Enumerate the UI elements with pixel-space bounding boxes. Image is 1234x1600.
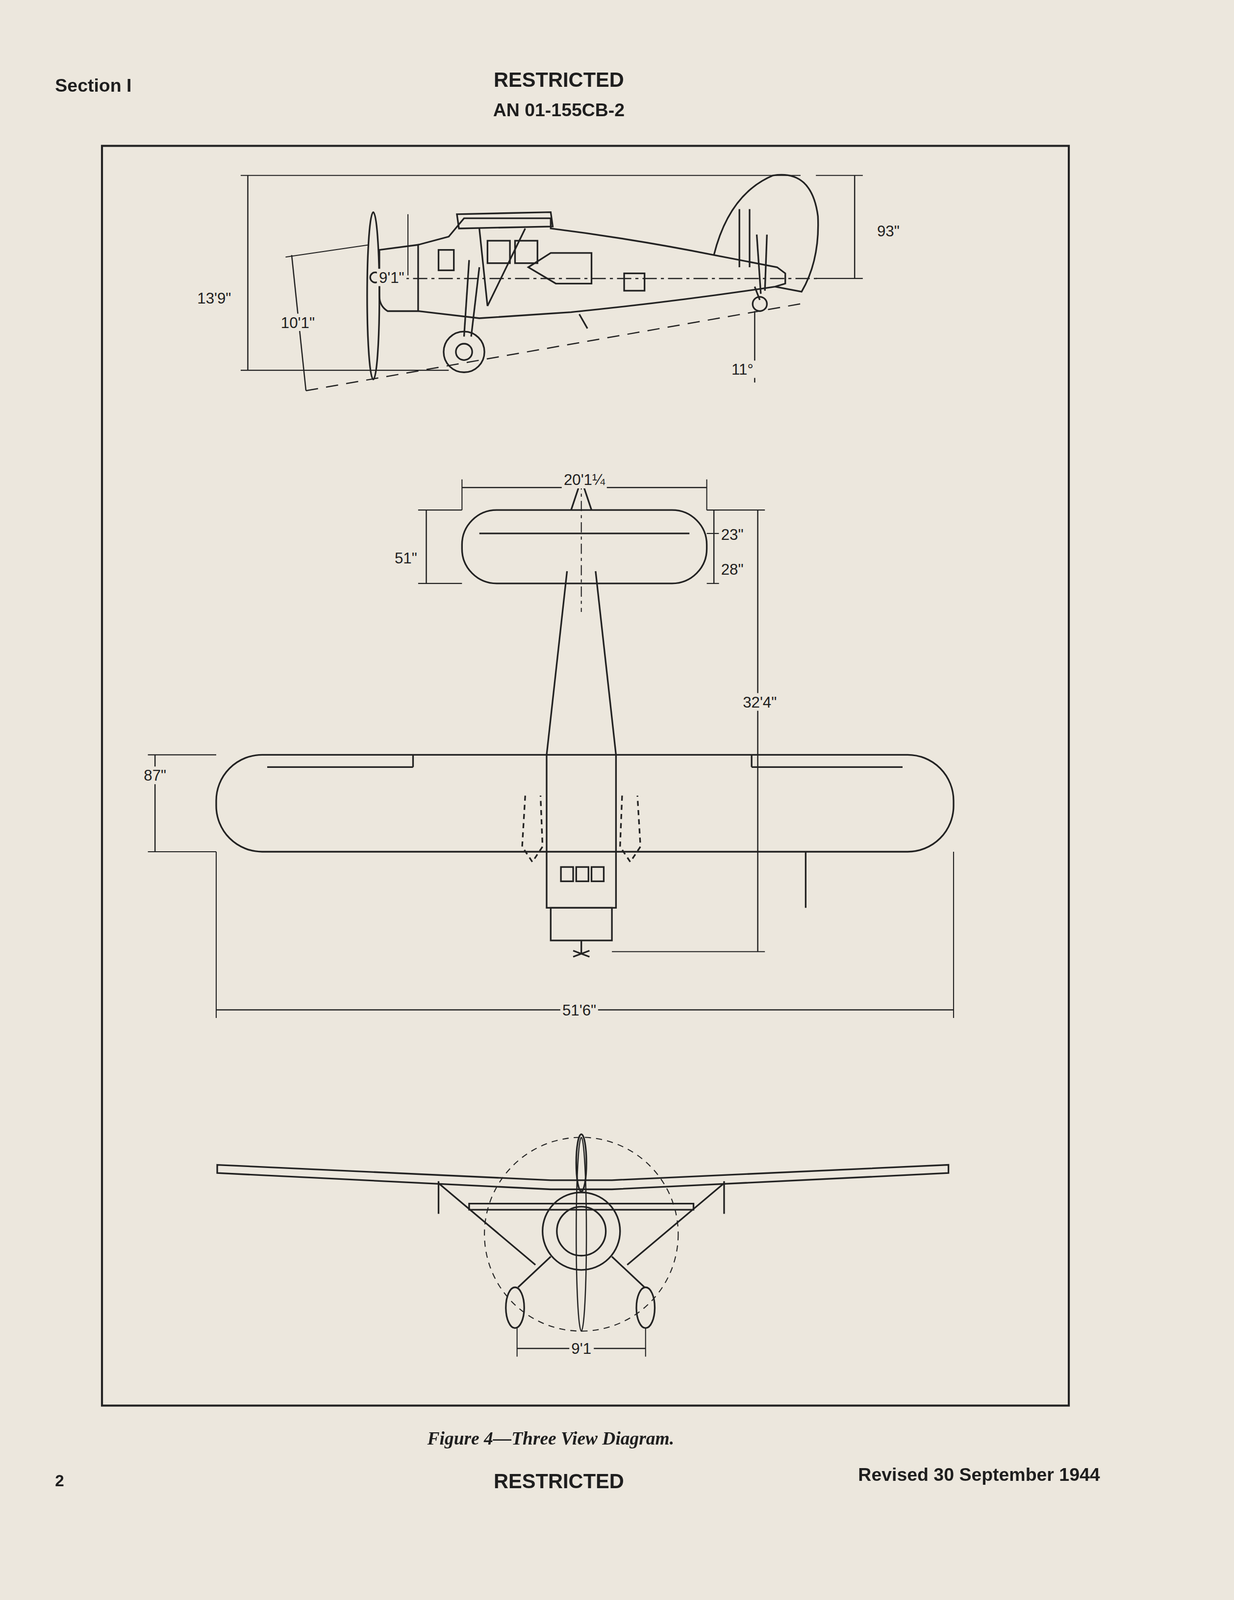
page-header-text: Section I <box>52 75 134 97</box>
dimension-label: 87" <box>141 766 169 784</box>
frame <box>101 145 1069 1406</box>
figure-caption: Figure 4—Three View Diagram. <box>425 1427 677 1449</box>
dimension-label: 10'1" <box>278 313 317 331</box>
dimension-label: 11° <box>729 360 756 378</box>
page-header-text: RESTRICTED <box>491 1469 627 1493</box>
dimension-label: 28" <box>719 560 746 578</box>
dimension-label: 9'1 <box>569 1339 594 1357</box>
dimension-label: 23" <box>719 525 746 543</box>
page-header-text: Revised 30 September 1944 <box>856 1464 1103 1486</box>
dimension-label: 13'9" <box>195 289 233 307</box>
page-header-text: 2 <box>52 1471 67 1490</box>
dimension-label: 20'1¼ <box>561 470 607 488</box>
plan-view <box>148 479 954 1018</box>
dimension-label: 51'6" <box>560 1001 599 1019</box>
dimension-label: 51" <box>392 549 420 567</box>
front-view <box>217 1133 949 1357</box>
dimension-label: 9'1" <box>377 268 407 286</box>
dimension-label: 32'4" <box>740 692 779 710</box>
page-header-text: RESTRICTED <box>491 68 627 91</box>
dimension-label: 93" <box>875 221 902 239</box>
page-header-text: AN 01-155CB-2 <box>491 100 628 121</box>
side-view <box>240 174 863 391</box>
